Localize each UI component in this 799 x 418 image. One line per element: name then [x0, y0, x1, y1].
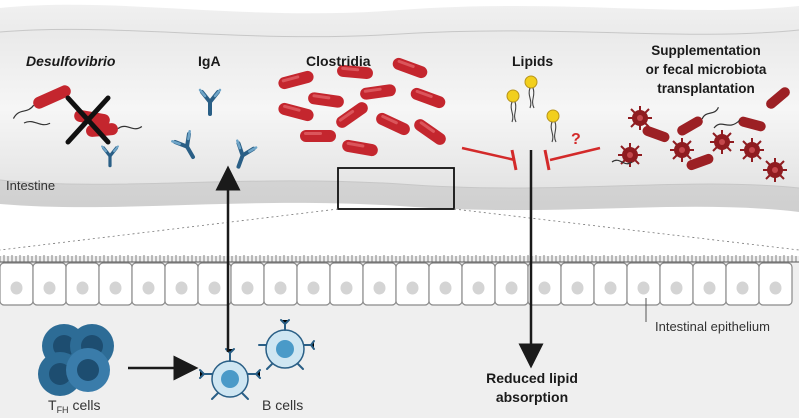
intestine-label: Intestine: [6, 178, 55, 193]
question-mark: ?: [571, 131, 581, 148]
supplementation-label-line1: Supplementation: [651, 43, 761, 58]
zoom-line-right: [453, 208, 799, 251]
supplementation-bacteria: [611, 87, 790, 183]
supplementation-label-line3: transplantation: [657, 81, 755, 96]
reduced-absorption-label-line2: absorption: [496, 389, 568, 405]
clostridia-label: Clostridia: [306, 53, 371, 69]
b-cells-label: B cells: [262, 397, 303, 413]
zoom-box: [337, 167, 455, 210]
reduced-absorption-label-line1: Reduced lipid: [486, 370, 578, 386]
b-cell-primary: [199, 348, 261, 400]
intestine-tube: [0, 4, 799, 213]
t-bar-inhibition-icon-supplement: [543, 146, 601, 171]
supplementation-label-line2: or fecal microbiota: [646, 62, 767, 77]
zoom-line-left: [0, 208, 339, 251]
x-mark-icon: [65, 95, 111, 145]
desulfovibrio-label: Desulfovibrio: [26, 53, 116, 69]
iga-label: IgA: [198, 53, 221, 69]
tfh-cells: [38, 324, 114, 396]
lipids-label: Lipids: [512, 53, 553, 69]
intestinal-epithelium: [0, 254, 799, 418]
t-bar-inhibition-icon: [461, 146, 518, 171]
b-cell-secondary: [258, 319, 315, 370]
intestinal-epithelium-label: Intestinal epithelium: [655, 319, 770, 334]
tfh-cells-label: TFH cells: [48, 397, 100, 415]
